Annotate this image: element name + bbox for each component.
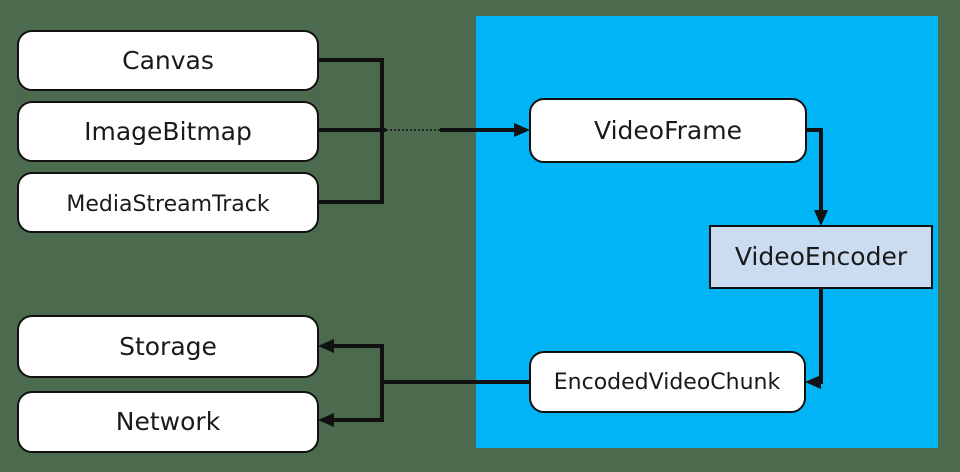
node-storage-shape[interactable] [17, 315, 319, 378]
node-canvas-label: Canvas [122, 46, 214, 75]
node-network[interactable]: Network [17, 391, 319, 453]
node-videoencoder-label: VideoEncoder [735, 242, 908, 271]
node-imagebitmap[interactable]: ImageBitmap [17, 101, 319, 162]
node-encodedvideochunk-label: EncodedVideoChunk [554, 370, 781, 395]
node-network-label: Network [116, 407, 221, 436]
node-videoframe[interactable]: VideoFrame [529, 98, 807, 163]
node-videoframe-label: VideoFrame [594, 116, 742, 145]
node-storage[interactable]: Storage [17, 315, 319, 378]
node-storage-label: Storage [119, 332, 217, 361]
node-mediastreamtrack[interactable]: MediaStreamTrack [17, 172, 319, 233]
arrowhead-into-videoframe [514, 123, 530, 137]
arrowhead-into-encodedvideochunk [805, 375, 821, 389]
arrowhead-into-videoencoder [814, 210, 828, 226]
node-videoencoder[interactable]: VideoEncoder [709, 225, 933, 289]
node-encodedvideochunk-shape[interactable] [529, 351, 806, 413]
node-videoencoder-shape[interactable] [709, 225, 933, 289]
edge-mediastreamtrack-to-junction [318, 130, 384, 204]
node-mediastreamtrack-shape[interactable] [17, 172, 319, 233]
node-imagebitmap-shape[interactable] [17, 101, 319, 162]
arrowhead-into-storage [318, 339, 334, 353]
node-network-shape[interactable] [17, 391, 319, 453]
node-videoframe-shape[interactable] [529, 98, 807, 163]
node-canvas[interactable]: Canvas [17, 30, 319, 91]
node-encodedvideochunk[interactable]: EncodedVideoChunk [529, 351, 806, 413]
edge-fanout-to-storage [328, 344, 384, 382]
edge-canvas-to-junction [318, 58, 384, 130]
node-imagebitmap-label: ImageBitmap [84, 117, 252, 146]
edge-fanout-to-network [328, 382, 384, 422]
node-mediastreamtrack-label: MediaStreamTrack [66, 192, 270, 217]
node-canvas-shape[interactable] [17, 30, 319, 91]
arrowhead-into-network [318, 413, 334, 427]
edge-videoframe-to-videoencoder [806, 128, 823, 216]
